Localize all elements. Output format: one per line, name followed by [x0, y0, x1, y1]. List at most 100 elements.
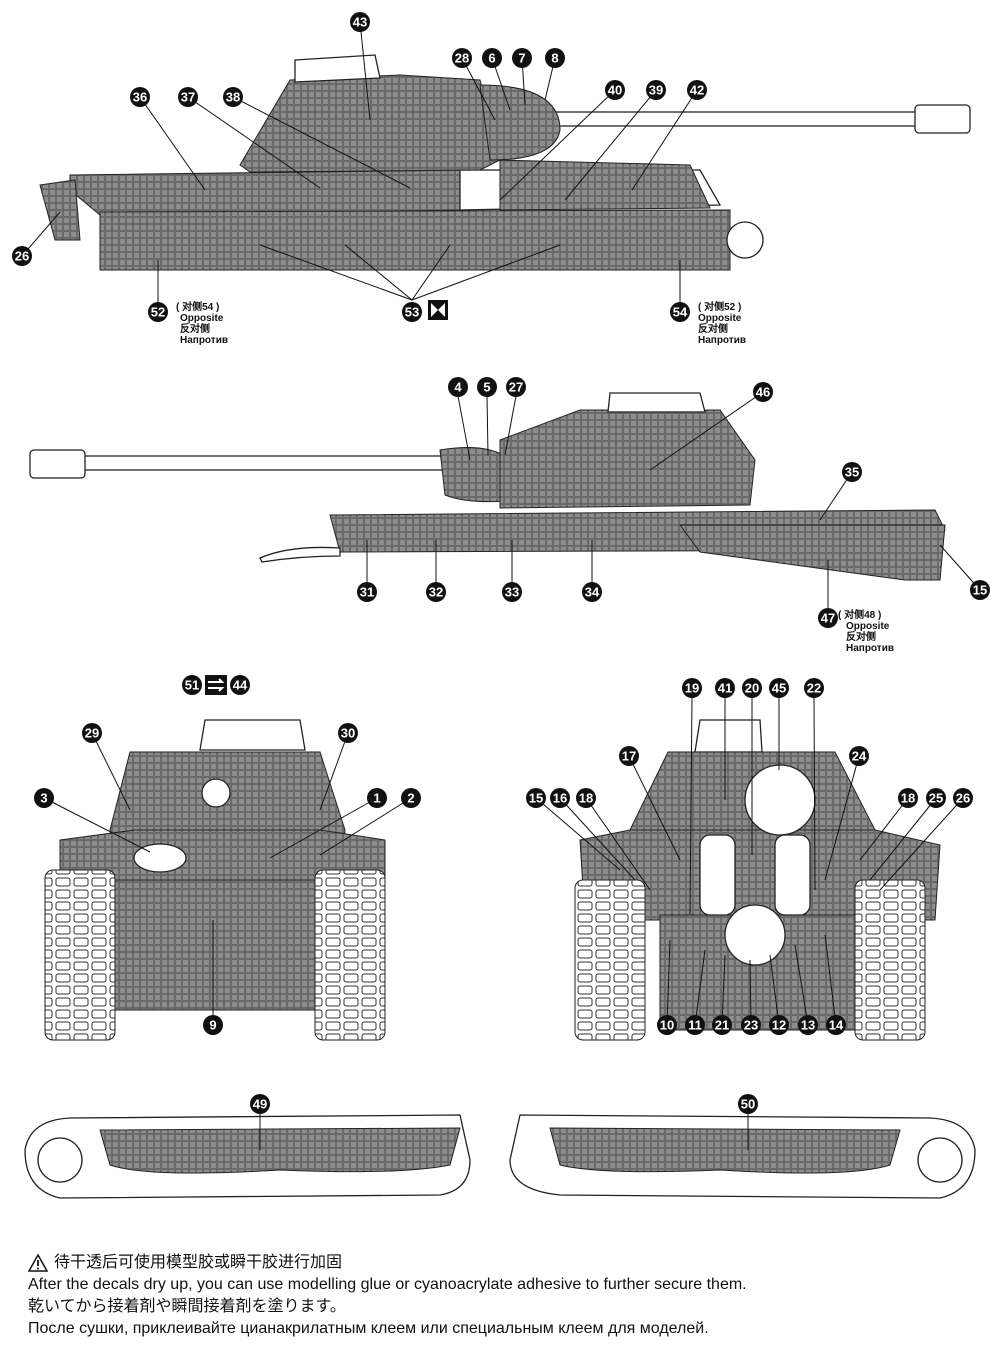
callout-number: 31: [360, 585, 374, 600]
callout-number: 38: [226, 90, 240, 105]
callout-side_right-35: 35: [842, 462, 862, 482]
callout-number: 51: [185, 678, 199, 693]
callout-circle: [898, 788, 918, 808]
callout-side_left-26: 26: [12, 246, 32, 266]
opposite-note-54-en: Opposite: [698, 313, 742, 324]
callout-number: 10: [660, 1018, 674, 1033]
left-side-view: [21, 21, 971, 310]
callout-number: 27: [509, 380, 523, 395]
callout-circle: [367, 788, 387, 808]
callout-front-3: 3: [34, 788, 54, 808]
swap-arrow-icon: [205, 675, 227, 695]
right-skirt-view: [509, 1114, 976, 1199]
callout-circle: [798, 1015, 818, 1035]
callout-number: 4: [454, 380, 462, 395]
callout-number: 32: [429, 585, 443, 600]
callout-circle: [130, 87, 150, 107]
callout-number: 36: [133, 90, 147, 105]
callout-circle: [769, 678, 789, 698]
callout-number: 21: [715, 1018, 729, 1033]
callout-circle: [526, 788, 546, 808]
callout-rear-18: 18: [576, 788, 596, 808]
callout-circle: [818, 608, 838, 628]
callout-circle: [970, 580, 990, 600]
callout-circle: [953, 788, 973, 808]
callout-circle: [576, 788, 596, 808]
callout-number: 23: [744, 1018, 758, 1033]
footer-text-zh: 待干透后可使用模型胶或瞬干胶进行加固: [54, 1254, 343, 1271]
callout-number: 34: [585, 585, 600, 600]
callout-front-51: 51: [182, 675, 202, 695]
callout-circle: [512, 48, 532, 68]
opposite-note-54-ru: Напротив: [698, 335, 746, 346]
callout-circle: [550, 788, 570, 808]
callout-circle: [712, 1015, 732, 1035]
right-side-view: [29, 391, 981, 615]
callout-number: 25: [929, 791, 943, 806]
opposite-note-47-ru: Напротив: [846, 643, 894, 654]
callout-rear-19: 19: [682, 678, 702, 698]
callout-number: 44: [233, 678, 248, 693]
opposite-note-54-zh: 反对侧: [698, 324, 728, 335]
callout-circle: [34, 788, 54, 808]
callout-circle: [182, 675, 202, 695]
footer-text-ja: 乾いてから接着剤や瞬間接着剤を塗ります。: [28, 1298, 346, 1315]
callout-circle: [670, 302, 690, 322]
opposite-note-52: ( 对侧54 ) Opposite 反对侧 Напротив: [148, 302, 228, 346]
callout-circle: [769, 1015, 789, 1035]
callout-number: 11: [688, 1018, 702, 1033]
callout-circle: [741, 1015, 761, 1035]
callout-circle: [448, 377, 468, 397]
opposite-note-52-en: Opposite: [180, 313, 224, 324]
callout-side_right-15: 15: [970, 580, 990, 600]
callout-circle: [682, 678, 702, 698]
callout-number: 24: [852, 749, 867, 764]
callout-rear-16: 16: [550, 788, 570, 808]
callout-side_left-28: 28: [452, 48, 472, 68]
callout-circle: [452, 48, 472, 68]
callout-rear-24: 24: [849, 746, 869, 766]
callout-side_left-43: 43: [350, 12, 370, 32]
callout-side_right-4: 4: [448, 377, 468, 397]
callout-circle: [350, 12, 370, 32]
callout-number: 15: [973, 583, 987, 598]
callout-circle: [12, 246, 32, 266]
callout-number: 29: [85, 726, 99, 741]
callout-number: 1: [373, 791, 380, 806]
callout-side_left-52: 52: [148, 302, 168, 322]
callout-rear-12: 12: [769, 1015, 789, 1035]
callout-side_right-46: 46: [753, 382, 773, 402]
callout-side_left-37: 37: [178, 87, 198, 107]
opposite-note-52-ru: Напротив: [180, 335, 228, 346]
rear-view: [535, 696, 964, 1041]
opposite-note-47-zh: 反对侧: [846, 632, 876, 643]
callout-rear-21: 21: [712, 1015, 732, 1035]
callout-number: 19: [685, 681, 699, 696]
callout-circle: [715, 678, 735, 698]
callout-circle: [401, 788, 421, 808]
callout-side_right-31: 31: [357, 582, 377, 602]
callout-circle: [203, 1015, 223, 1035]
footer-text-ru: После сушки, приклеивайте цианакрилатным…: [28, 1320, 709, 1337]
callout-circle: [338, 723, 358, 743]
callout-side_right-32: 32: [426, 582, 446, 602]
callout-number: 41: [718, 681, 732, 696]
callout-number: 18: [579, 791, 593, 806]
callout-number: 13: [801, 1018, 815, 1033]
callout-front-2: 2: [401, 788, 421, 808]
callout-rear-23: 23: [741, 1015, 761, 1035]
callout-circle: [582, 582, 602, 602]
callout-rear-22: 22: [804, 678, 824, 698]
callout-side_right-27: 27: [506, 377, 526, 397]
callout-rear-10: 10: [657, 1015, 677, 1035]
callout-circle: [753, 382, 773, 402]
footer-text-en: After the decals dry up, you can use mod…: [28, 1276, 747, 1293]
front-view: [43, 719, 412, 1041]
callout-number: 2: [407, 791, 414, 806]
callout-circle: [82, 723, 102, 743]
callout-circle: [223, 87, 243, 107]
callout-circle: [545, 48, 565, 68]
callout-number: 30: [341, 726, 355, 741]
callout-circle: [477, 377, 497, 397]
